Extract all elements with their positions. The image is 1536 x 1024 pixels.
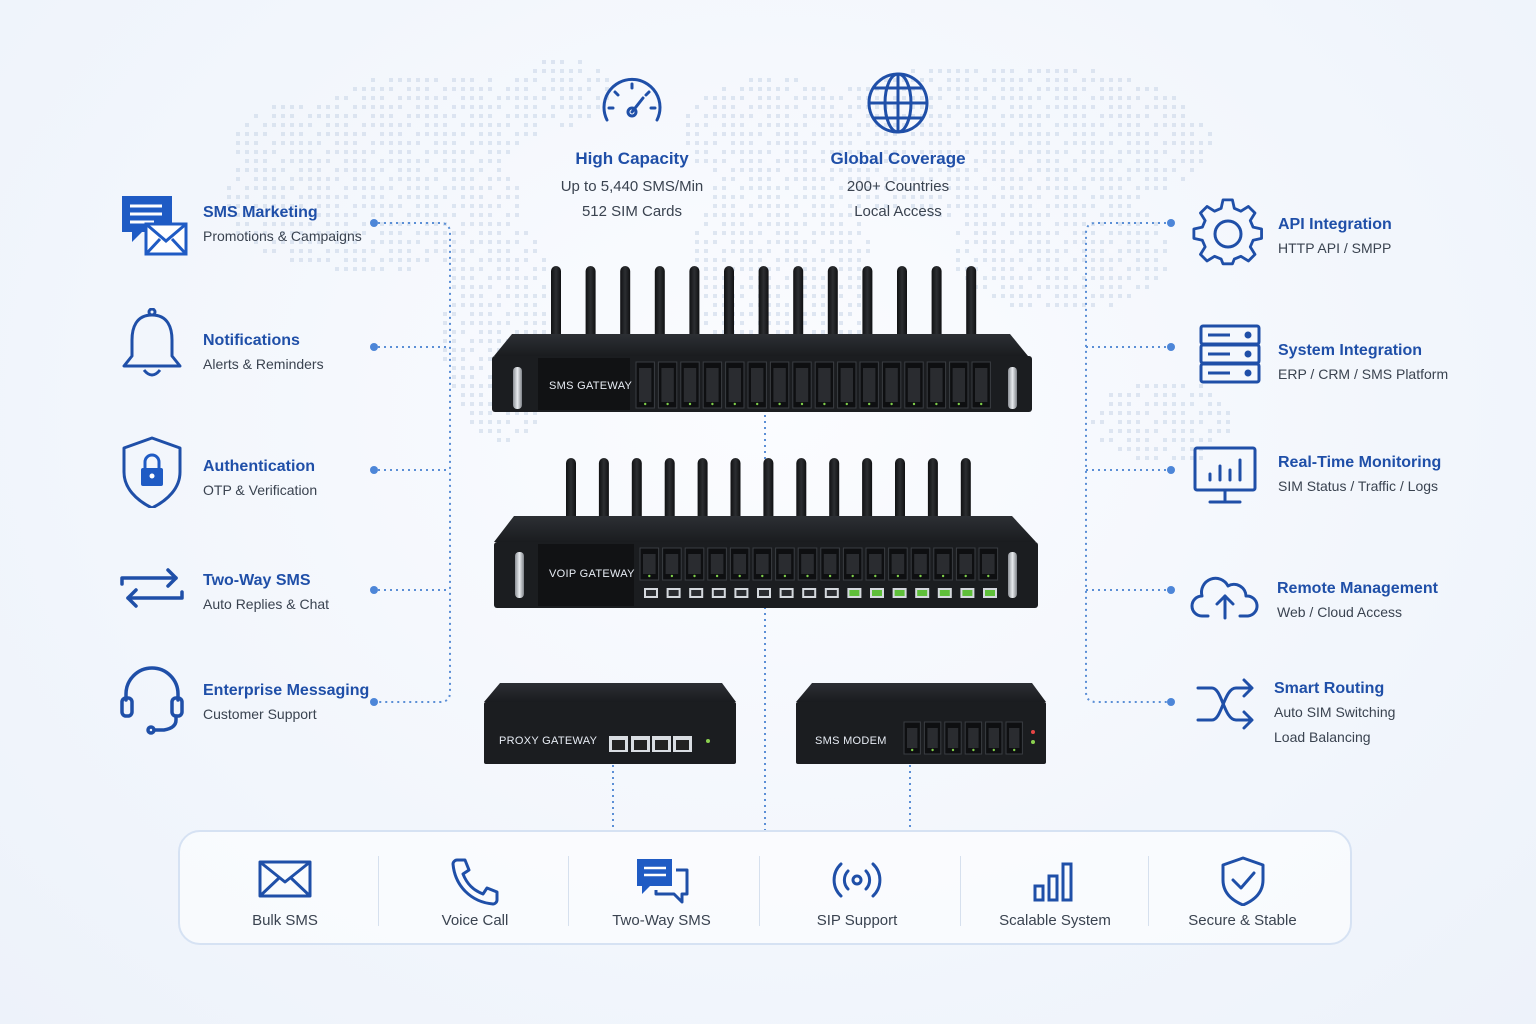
feature-api-integration: API Integration HTTP API / SMPP [1192, 198, 1492, 278]
stat-high-capacity: High Capacity Up to 5,440 SMS/Min 512 SI… [512, 68, 752, 224]
feature-title: API Integration [1278, 216, 1392, 233]
divider [1148, 856, 1149, 926]
feature-title: Real-Time Monitoring [1278, 454, 1442, 471]
bottom-item-label: Two-Way SMS [612, 912, 711, 929]
bottom-item-label: Voice Call [441, 912, 509, 929]
bottom-item-label: SIP Support [816, 912, 898, 929]
monitor-chart-icon [1190, 444, 1262, 516]
voip-gateway-device: VOIP GATEWAY [494, 458, 1038, 608]
feature-system-integration: System Integration ERP / CRM / SMS Platf… [1196, 322, 1496, 402]
sms-gateway-device: SMS GATEWAY [492, 266, 1032, 412]
feature-title: Smart Routing [1274, 680, 1385, 697]
shuffle-icon [1194, 670, 1266, 742]
feature-subtitle: Alerts & Reminders [203, 356, 324, 372]
stat-title: Global Coverage [830, 149, 966, 168]
feature-subtitle: SIM Status / Traffic / Logs [1278, 478, 1439, 494]
bottom-item-label: Bulk SMS [252, 912, 318, 929]
device-label: VOIP GATEWAY [549, 568, 635, 580]
feature-smart-routing: Smart Routing Auto SIM Switching Load Ba… [1194, 670, 1494, 760]
stat-global-coverage: Global Coverage 200+ Countries Local Acc… [778, 68, 1018, 224]
shield-check-icon [1215, 856, 1271, 906]
feature-sms-marketing: SMS Marketing Promotions & Campaigns [118, 192, 378, 272]
device-label: PROXY GATEWAY [499, 735, 598, 747]
bottom-item-scalable-system: Scalable System [990, 832, 1120, 947]
divider [568, 856, 569, 926]
divider [378, 856, 379, 926]
feature-enterprise-messaging: Enterprise Messaging Customer Support [118, 664, 378, 744]
bottom-item-sip-support: SIP Support [802, 832, 912, 947]
envelope-icon [257, 856, 313, 906]
globe-icon [863, 68, 933, 138]
bell-icon [118, 308, 190, 380]
feature-subtitle: Promotions & Campaigns [203, 228, 362, 244]
bottom-item-bulk-sms: Bulk SMS [230, 832, 340, 947]
shield-lock-icon [118, 436, 190, 508]
divider [960, 856, 961, 926]
bottom-item-secure-stable: Secure & Stable [1180, 832, 1305, 947]
divider [759, 856, 760, 926]
bottom-item-voice-call: Voice Call [420, 832, 530, 947]
gear-icon [1192, 198, 1264, 270]
feature-authentication: Authentication OTP & Verification [118, 436, 378, 516]
phone-icon [447, 856, 503, 906]
bottom-feature-bar: Bulk SMS Voice Call Two-Way SMS [178, 830, 1352, 945]
proxy-gateway-device: PROXY GATEWAY [484, 683, 736, 764]
feature-title: Authentication [203, 458, 315, 475]
cloud-upload-icon [1190, 566, 1262, 638]
feature-subtitle: HTTP API / SMPP [1278, 240, 1392, 256]
device-label: SMS MODEM [815, 735, 887, 747]
stat-title: High Capacity [575, 149, 689, 168]
server-icon [1196, 322, 1268, 394]
stat-line: 512 SIM Cards [581, 203, 683, 220]
feature-title: Enterprise Messaging [203, 682, 370, 699]
stat-line: Up to 5,440 SMS/Min [560, 178, 704, 195]
feature-subtitle: Web / Cloud Access [1277, 604, 1403, 620]
sms-modem-device: SMS MODEM [796, 683, 1046, 764]
stat-line: Local Access [854, 203, 942, 220]
feature-real-time-monitoring: Real-Time Monitoring SIM Status / Traffi… [1190, 444, 1490, 524]
feature-subtitle: Auto SIM Switching [1274, 704, 1396, 720]
bar-chart-icon [1027, 856, 1083, 906]
feature-subtitle: Auto Replies & Chat [203, 596, 330, 612]
swap-arrows-icon [118, 562, 190, 634]
feature-remote-management: Remote Management Web / Cloud Access [1190, 566, 1490, 646]
feature-title: Notifications [203, 332, 300, 349]
chat-bubbles-icon [634, 856, 690, 906]
bottom-item-label: Scalable System [999, 912, 1111, 929]
feature-subtitle: OTP & Verification [203, 482, 318, 498]
bottom-item-two-way-sms: Two-Way SMS [604, 832, 719, 947]
feature-two-way-sms: Two-Way SMS Auto Replies & Chat [118, 562, 378, 642]
stat-line: 200+ Countries [846, 178, 950, 195]
speedometer-icon [597, 68, 667, 138]
feature-subtitle: Load Balancing [1274, 729, 1371, 745]
broadcast-icon [829, 856, 885, 906]
feature-title: SMS Marketing [203, 204, 318, 221]
feature-title: System Integration [1278, 342, 1423, 359]
headset-icon [118, 664, 190, 736]
feature-title: Two-Way SMS [203, 572, 311, 589]
bottom-item-label: Secure & Stable [1188, 912, 1297, 929]
feature-subtitle: Customer Support [203, 706, 317, 722]
device-label: SMS GATEWAY [549, 380, 633, 392]
feature-title: Remote Management [1277, 580, 1438, 597]
feature-notifications: Notifications Alerts & Reminders [118, 308, 378, 388]
feature-subtitle: ERP / CRM / SMS Platform [1278, 366, 1449, 382]
chat-mail-icon [118, 192, 190, 264]
